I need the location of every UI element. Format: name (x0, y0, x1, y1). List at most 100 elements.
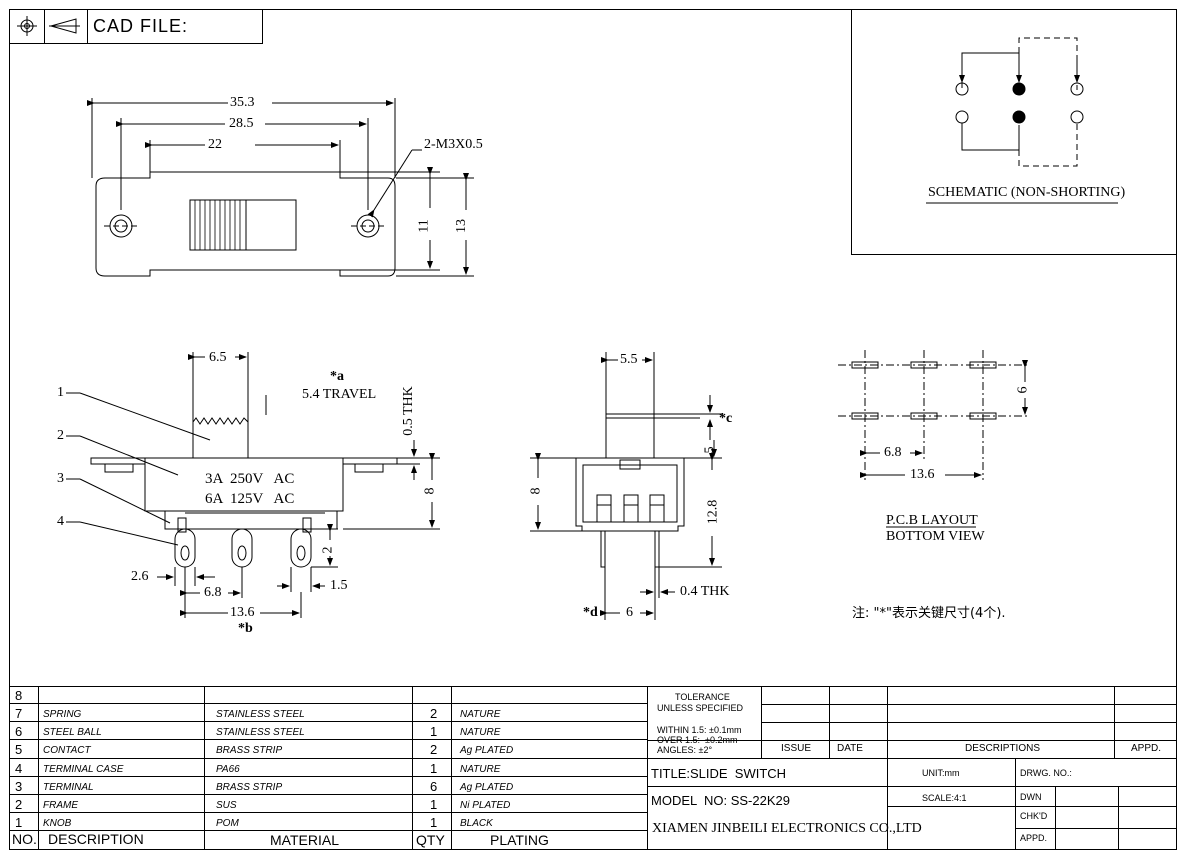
bom-row-plating: Ag PLATED (460, 782, 514, 793)
appd-label: APPD. (1131, 743, 1162, 754)
dim-8-end: 8 (528, 487, 544, 495)
bom-row-plating: NATURE (460, 727, 501, 738)
drwg-no-label: DRWG. NO.: (1020, 768, 1072, 778)
mark-a: *a (330, 369, 344, 384)
bom-header-material: MATERIAL (270, 832, 339, 848)
bom-row-material: BRASS STRIP (216, 745, 283, 756)
bom-row-material: STAINLESS STEEL (216, 727, 305, 738)
dim-5: 5 (702, 446, 718, 454)
bom-row-qty: 1 (430, 724, 438, 739)
rating-line2: 6A 125V AC (205, 491, 295, 507)
side-view (66, 352, 440, 618)
dim-1-5: 1.5 (330, 578, 348, 593)
model-label: MODEL NO: SS-22K29 (651, 793, 790, 808)
schematic-title: SCHEMATIC (NON-SHORTING) (928, 185, 1126, 200)
dim-6-5: 6.5 (209, 350, 227, 365)
bom-row-material: BRASS STRIP (216, 782, 283, 793)
dim-8-side: 8 (422, 487, 438, 495)
unit-label: UNIT:mm (922, 768, 960, 778)
bom-row-no: 2 (15, 797, 23, 812)
company-name: XIAMEN JINBEILI ELECTRONICS CO.,LTD (652, 821, 922, 836)
bom-row-desc: TERMINAL CASE (43, 764, 124, 775)
dim-6-end: 6 (626, 605, 633, 620)
bom-header-qty: QTY (416, 832, 445, 848)
callout-3: 3 (57, 471, 64, 486)
bom-row-qty: 1 (430, 797, 438, 812)
schematic-box (851, 9, 1177, 255)
dim-13-6-side: 13.6 (230, 605, 255, 620)
bom-row-desc: STEEL BALL (43, 727, 102, 738)
schematic-diagram (955, 37, 1084, 167)
pcb-layout (838, 350, 1030, 528)
bom-row-qty: 1 (430, 815, 438, 830)
bom-row-plating: Ag PLATED (460, 745, 514, 756)
tolerance-title: TOLERANCE (675, 692, 730, 702)
key-dimension-note: 注: "*"表示关键尺寸(4个). (852, 606, 1006, 621)
bom-row-qty: 6 (430, 779, 438, 794)
bom-row-plating: NATURE (460, 709, 501, 720)
bom-row-qty: 2 (430, 742, 438, 757)
bom-row-qty: 1 (430, 761, 438, 776)
dim-28-5: 28.5 (229, 116, 254, 131)
bom-row-no: 8 (15, 688, 23, 703)
dim-13: 13 (454, 219, 469, 233)
dim-2-6: 2.6 (131, 569, 149, 584)
tolerance-line1: WITHIN 1.5: ±0.1mm (657, 725, 742, 735)
dim-11: 11 (416, 219, 432, 233)
dim-13-6-pcb: 13.6 (910, 467, 935, 482)
dwn-label: DWN (1020, 792, 1042, 802)
bom-row-plating: NATURE (460, 764, 501, 775)
bom-row-material: STAINLESS STEEL (216, 709, 305, 720)
dim-22: 22 (208, 137, 222, 152)
dim-6-pcb: 6 (1015, 386, 1031, 394)
bom-row-material: SUS (216, 800, 237, 811)
bom-row-plating: BLACK (460, 818, 493, 829)
bom-header-desc: DESCRIPTION (48, 831, 144, 847)
bom-row-qty: 2 (430, 706, 438, 721)
bom-row-no: 6 (15, 724, 23, 739)
bom-row-desc: FRAME (43, 800, 78, 811)
header-box (9, 9, 263, 44)
dim-35-3: 35.3 (230, 95, 255, 110)
sheet-border (9, 9, 1177, 850)
bom-row-no: 3 (15, 779, 23, 794)
scale-label: SCALE:4:1 (922, 793, 967, 803)
bom-row-no: 5 (15, 742, 23, 757)
dim-2: 2 (320, 546, 336, 554)
travel-label: 5.4 TRAVEL (302, 387, 377, 402)
bom-row-no: 7 (15, 706, 23, 721)
pin-thk: 0.4 THK (680, 584, 730, 599)
dim-screw: 2-M3X0.5 (424, 137, 483, 152)
mark-c: *c (719, 411, 733, 426)
appd2-label: APPD. (1020, 833, 1048, 843)
rating-line1: 3A 250V AC (205, 471, 295, 487)
bom-header-no: NO. (12, 831, 37, 847)
tolerance-line2: OVER 1.5: ±0.2mm (657, 735, 738, 745)
end-view (530, 352, 722, 620)
cad-file-label: CAD FILE: (93, 16, 189, 36)
bom-row-desc: TERMINAL (43, 782, 94, 793)
mark-b: *b (238, 621, 253, 636)
tolerance-subtitle: UNLESS SPECIFIED (657, 703, 744, 713)
bom-row-material: POM (216, 818, 239, 829)
projection-symbol-icon (17, 16, 80, 36)
callout-4: 4 (57, 514, 64, 529)
bom-row-desc: KNOB (43, 818, 72, 829)
chkd-label: CHK'D (1020, 811, 1048, 821)
tolerance-line3: ANGLES: ±2° (657, 745, 713, 755)
callout-2: 2 (57, 428, 64, 443)
bom-row-material: PA66 (216, 764, 240, 775)
pcb-subtitle: BOTTOM VIEW (886, 529, 985, 544)
bom-row-desc: SPRING (43, 709, 82, 720)
top-view (87, 98, 474, 277)
issue-label: ISSUE (781, 743, 812, 754)
bom-row-no: 4 (15, 761, 23, 776)
dim-12-8: 12.8 (705, 499, 721, 525)
date-label: DATE (837, 743, 863, 754)
thickness-label: 0.5 THK (400, 386, 416, 436)
bom-row-desc: CONTACT (43, 745, 91, 756)
dim-6-8-pcb: 6.8 (884, 445, 902, 460)
title-block-grid (9, 686, 1177, 850)
